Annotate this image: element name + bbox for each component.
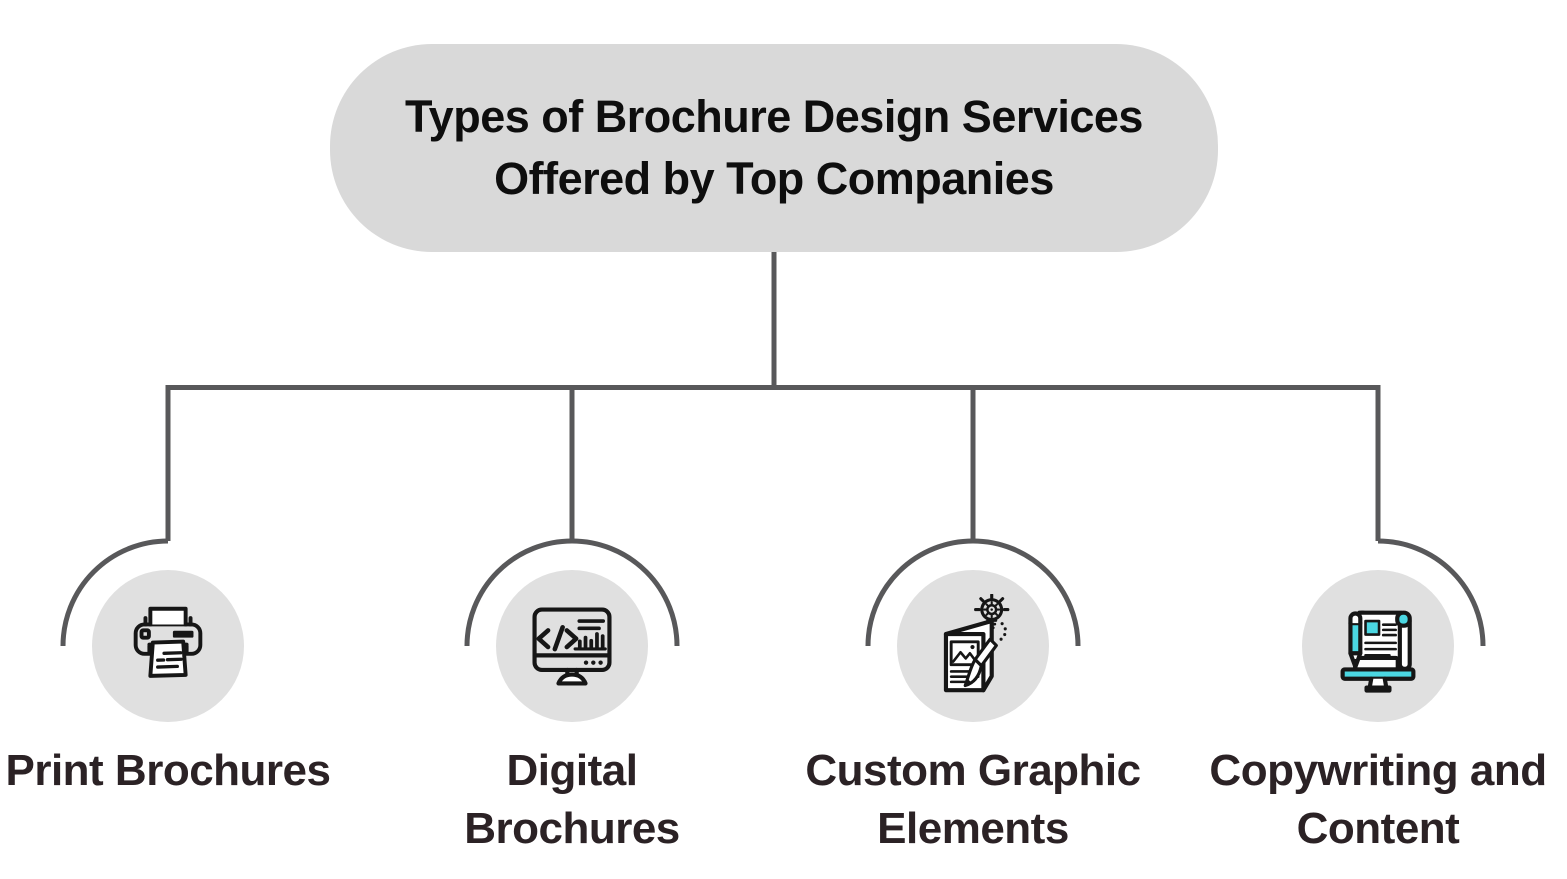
node-arc-custom xyxy=(865,538,1081,647)
label-line: Copywriting and xyxy=(1209,746,1547,795)
label-line: Digital xyxy=(506,746,638,795)
custom-graphic-icon-circle xyxy=(897,570,1049,722)
brochure-design-icon xyxy=(943,594,1010,693)
copywriting-icon xyxy=(1340,610,1416,693)
monitor-code-icon xyxy=(532,607,612,686)
page-title-line1: Types of Brochure Design Services xyxy=(405,91,1143,142)
node-label-digital-brochures: Digital Brochures xyxy=(464,742,680,858)
node-label-custom-graphic: Custom Graphic Elements xyxy=(805,742,1141,858)
label-line: Brochures xyxy=(464,804,680,853)
branch-trunk-line xyxy=(165,385,1381,541)
label-line: Print Brochures xyxy=(5,746,331,795)
root-node-title-pill: Types of Brochure Design Services Offere… xyxy=(330,44,1218,252)
node-arc-digital xyxy=(464,538,680,647)
branch-node-print-brochures: Print Brochures xyxy=(0,570,358,800)
print-brochures-icon-circle xyxy=(92,570,244,722)
branch-node-custom-graphic-elements: Custom Graphic Elements xyxy=(783,570,1163,858)
label-line: Elements xyxy=(877,804,1069,853)
node-label-copywriting: Copywriting and Content xyxy=(1209,742,1547,858)
node-label-print-brochures: Print Brochures xyxy=(5,742,331,800)
label-line: Content xyxy=(1296,804,1460,853)
node-arc-copy xyxy=(1377,538,1486,647)
digital-brochures-icon-circle xyxy=(496,570,648,722)
printer-icon xyxy=(133,606,203,678)
branch-node-copywriting-content: Copywriting and Content xyxy=(1188,570,1567,858)
copywriting-icon-circle xyxy=(1302,570,1454,722)
page-title-line2: Offered by Top Companies xyxy=(494,153,1054,204)
label-line: Custom Graphic xyxy=(805,746,1141,795)
node-arc-print xyxy=(60,538,169,647)
branch-node-digital-brochures: Digital Brochures xyxy=(382,570,762,858)
